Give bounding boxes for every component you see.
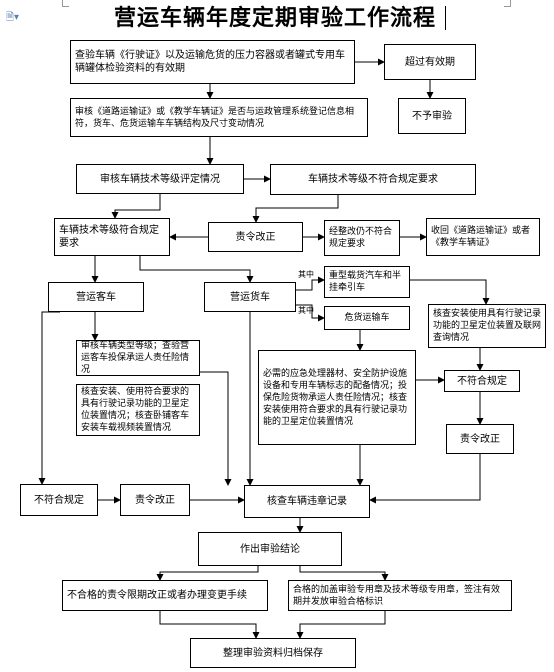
edge-nonconform-correct xyxy=(252,195,339,223)
edge-label-among-2: 其中 xyxy=(298,306,314,315)
node-passenger-type: 审核车辆类型等级；查验营运客车投保承运人责任险情况 xyxy=(76,340,200,376)
node-check-license: 查验车辆《行驶证》以及运输危货的压力容器或者罐式专用车辆罐体检验资料的有效期 xyxy=(70,40,355,84)
edge-conform-freight xyxy=(139,256,254,283)
node-expired: 超过有效期 xyxy=(384,44,476,80)
node-conclusion: 作出审验结论 xyxy=(198,532,342,566)
node-pass-result: 合格的加盖审验专用章及技术等级专用章，签注有效期并发放审验合格标识 xyxy=(288,580,512,611)
node-satellite-check: 核查安装使用具有行驶记录功能的卫星定位装置及联网查询情况 xyxy=(428,304,546,348)
node-grade-nonconform: 车辆技术等级不符合规定要求 xyxy=(270,164,476,195)
page-title: 营运车辆年度定期审验工作流程 xyxy=(113,5,436,31)
edge-label-among-1: 其中 xyxy=(298,270,314,279)
node-grade-conform: 车辆技术等级符合规定要求 xyxy=(54,218,170,256)
page-corner-mark xyxy=(504,0,511,7)
node-archive: 整理审验资料归档保存 xyxy=(190,638,356,668)
node-nonconform-left: 不符合规定 xyxy=(20,484,98,516)
edge-conclusion-pass xyxy=(299,566,389,581)
node-nonconform-right: 不符合规定 xyxy=(444,370,520,392)
edge-passenger-left xyxy=(38,311,60,485)
edge-review-conform xyxy=(111,194,161,219)
node-review-grade: 审核车辆技术等级评定情况 xyxy=(76,164,244,194)
document-icon[interactable]: 🗎▾ xyxy=(6,12,20,23)
node-dangerous-equip: 必需的应急处理器材、安全防护设施设备和专用车辆标志的配备情况；投保危险货物承运人… xyxy=(258,350,416,445)
node-heavy-truck: 重型载货汽车和半挂牵引车 xyxy=(324,266,410,298)
edge-freight-danger xyxy=(296,304,325,322)
edge-freight-heavy xyxy=(296,276,325,291)
node-reject: 不予审验 xyxy=(398,98,466,134)
node-passenger-gps: 核查安装、使用符合要求的具有行驶记录功能的卫星定位装置情况；核查卧铺客车安装车载… xyxy=(76,384,200,436)
edge-gps-violation xyxy=(200,371,232,486)
edge-pass-archive xyxy=(296,611,386,639)
page-corner-mark xyxy=(62,0,69,7)
edge-fail-archive xyxy=(159,611,260,639)
node-revoke-cert: 收回《道路运输证》或者《教学车辆证》 xyxy=(426,218,540,256)
node-order-correct-left: 责令改正 xyxy=(120,484,190,516)
node-dangerous: 危货运输车 xyxy=(324,306,410,330)
edge-correct-right-violation xyxy=(369,454,481,504)
edge-heavy-sat xyxy=(410,279,490,305)
node-still-nonconform: 经整改仍不符合规定要求 xyxy=(324,220,400,256)
node-verify-cert: 审核《道路运输证》或《教学车辆证》是否与运政管理系统登记信息相符，货车、危货运输… xyxy=(70,98,368,137)
text-cursor xyxy=(445,6,446,30)
node-freight: 营运货车 xyxy=(204,282,296,312)
edge-conclusion-fail xyxy=(156,566,259,581)
node-fail-result: 不合格的责令限期改正或者办理变更手续 xyxy=(62,580,268,611)
node-violation-check: 核查车辆违章记录 xyxy=(244,485,370,518)
node-order-correct-1: 责令改正 xyxy=(208,222,303,252)
node-order-correct-right: 责令改正 xyxy=(446,424,514,454)
node-passenger: 营运客车 xyxy=(48,282,144,312)
